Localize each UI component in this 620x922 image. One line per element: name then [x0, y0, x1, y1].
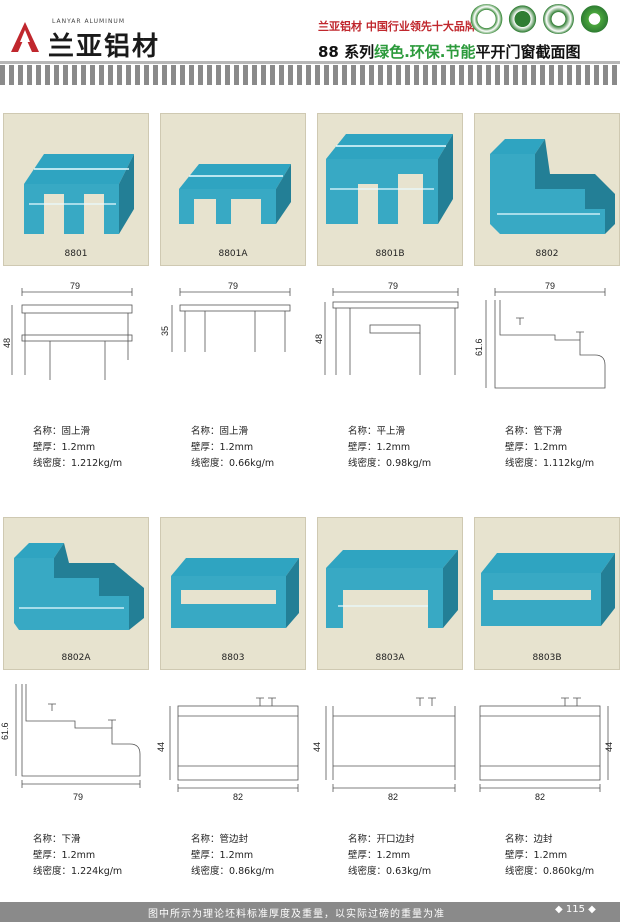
certification-badge-icon [506, 4, 539, 34]
profile-wall: 壁厚：1.2mm [191, 442, 254, 453]
profile-code: 8801A [218, 249, 248, 259]
profile-card-8802: 8802 [474, 113, 620, 266]
dim-height: 48 [2, 338, 12, 348]
dim-width: 79 [70, 281, 80, 291]
profile-code: 8803 [221, 653, 245, 663]
profile-card-8803: 8803 [160, 517, 306, 670]
profile-3d-image [326, 134, 453, 224]
profile-spec-8801: 名称：固上滑 壁厚：1.2mm 线密度：1.212kg/m [33, 424, 122, 472]
header-divider [0, 61, 620, 64]
series-suffix: 平开门窗截面图 [475, 43, 581, 61]
profile-name: 名称：平上滑 [348, 426, 406, 437]
page-number: ◆ 115 ◆ [555, 904, 596, 915]
profile-density: 线密度：1.224kg/m [33, 866, 123, 877]
footer-note: 图中所示为理论坯料标准厚度及重量，以实际过磅的重量为准 [148, 909, 445, 920]
dim-width: 79 [228, 281, 238, 291]
profile-spec-8803: 名称：管边封 壁厚：1.2mm 线密度：0.86kg/m [191, 832, 274, 880]
profile-card-8801A: 8801A [160, 113, 306, 266]
row2-section-drawings: 79 61.6 82 44 82 44 82 44 [0, 684, 614, 802]
dim-width: 82 [233, 792, 243, 802]
certification-badge-icon [542, 4, 575, 34]
profile-density: 线密度：0.860kg/m [505, 866, 595, 877]
profile-code: 8801B [375, 249, 405, 259]
brand-chinese-name: 兰亚铝材 [48, 32, 161, 62]
dim-height: 44 [156, 742, 166, 752]
series-green-text: 绿色.环保.节能 [374, 43, 476, 61]
profile-spec-8803A: 名称：开口边封 壁厚：1.2mm 线密度：0.63kg/m [348, 832, 431, 880]
series-title: 88 系列绿色.环保.节能平开门窗截面图 [318, 41, 618, 62]
dim-width: 79 [73, 792, 83, 802]
profile-wall: 壁厚：1.2mm [505, 442, 568, 453]
profile-3d-image [171, 558, 299, 628]
profile-name: 名称：开口边封 [348, 834, 415, 845]
header-slogan: 兰亚铝材 中国行业领先十大品牌 [318, 20, 476, 33]
profile-3d-image [326, 550, 458, 628]
row1-section-drawings: 79 48 79 35 79 48 79 61.6 [2, 281, 606, 389]
profile-density: 线密度：0.86kg/m [191, 866, 275, 877]
profile-name: 名称：管下滑 [505, 426, 563, 437]
dim-width: 79 [388, 281, 398, 291]
profile-3d-image [179, 164, 291, 224]
profile-code: 8802 [535, 249, 559, 259]
profile-density: 线密度：1.212kg/m [33, 458, 123, 469]
profile-card-8803A: 8803A [317, 517, 463, 670]
profile-wall: 壁厚：1.2mm [33, 442, 96, 453]
profile-code: 8803A [375, 653, 405, 663]
profile-card-8803B: 8803B [474, 517, 620, 670]
profile-density: 线密度：0.98kg/m [348, 458, 432, 469]
dim-height: 35 [160, 326, 170, 336]
dim-height: 48 [314, 334, 324, 344]
profile-code: 8803B [532, 653, 562, 663]
profile-card-8801: 8801 [3, 113, 149, 266]
profile-wall: 壁厚：1.2mm [348, 850, 411, 861]
profile-3d-image [14, 543, 144, 630]
profile-name: 名称：边封 [505, 834, 553, 845]
profile-wall: 壁厚：1.2mm [348, 442, 411, 453]
profile-spec-8801A: 名称：固上滑 壁厚：1.2mm 线密度：0.66kg/m [191, 424, 274, 472]
series-prefix: 88 系列 [318, 43, 375, 61]
dim-width: 79 [545, 281, 555, 291]
brand-english-name: LANYAR ALUMINUM [52, 18, 125, 25]
profile-name: 名称：固上滑 [33, 426, 91, 437]
certification-badges [470, 4, 616, 34]
brand-logo-icon [8, 20, 42, 54]
profile-density: 线密度：0.66kg/m [191, 458, 275, 469]
profile-spec-8802: 名称：管下滑 壁厚：1.2mm 线密度：1.112kg/m [505, 424, 594, 472]
dim-height: 61.6 [474, 338, 484, 356]
profile-spec-8802A: 名称：下滑 壁厚：1.2mm 线密度：1.224kg/m [33, 832, 122, 880]
profile-name: 名称：下滑 [33, 834, 81, 845]
profile-card-8801B: 8801B [317, 113, 463, 266]
profile-name: 名称：管边封 [191, 834, 249, 845]
footer-bar [0, 902, 620, 922]
dim-width: 82 [535, 792, 545, 802]
dim-height: 61.6 [0, 722, 10, 740]
profile-card-8802A: 8802A [3, 517, 149, 670]
profile-3d-image [24, 154, 134, 234]
profile-3d-image [490, 139, 615, 234]
profile-spec-8803B: 名称：边封 壁厚：1.2mm 线密度：0.860kg/m [505, 832, 594, 880]
profile-density: 线密度：0.63kg/m [348, 866, 432, 877]
dim-width: 82 [388, 792, 398, 802]
certification-badge-icon [578, 4, 611, 34]
header-stripe-band [0, 65, 620, 85]
certification-badge-icon [470, 4, 503, 34]
dim-height: 44 [604, 742, 614, 752]
dim-height: 44 [312, 742, 322, 752]
profile-wall: 壁厚：1.2mm [33, 850, 96, 861]
profile-density: 线密度：1.112kg/m [505, 458, 595, 469]
profile-code: 8802A [61, 653, 91, 663]
profile-name: 名称：固上滑 [191, 426, 249, 437]
profile-spec-8801B: 名称：平上滑 壁厚：1.2mm 线密度：0.98kg/m [348, 424, 431, 472]
profile-wall: 壁厚：1.2mm [505, 850, 568, 861]
profile-code: 8801 [64, 249, 88, 259]
profile-3d-image [481, 553, 615, 626]
profile-wall: 壁厚：1.2mm [191, 850, 254, 861]
